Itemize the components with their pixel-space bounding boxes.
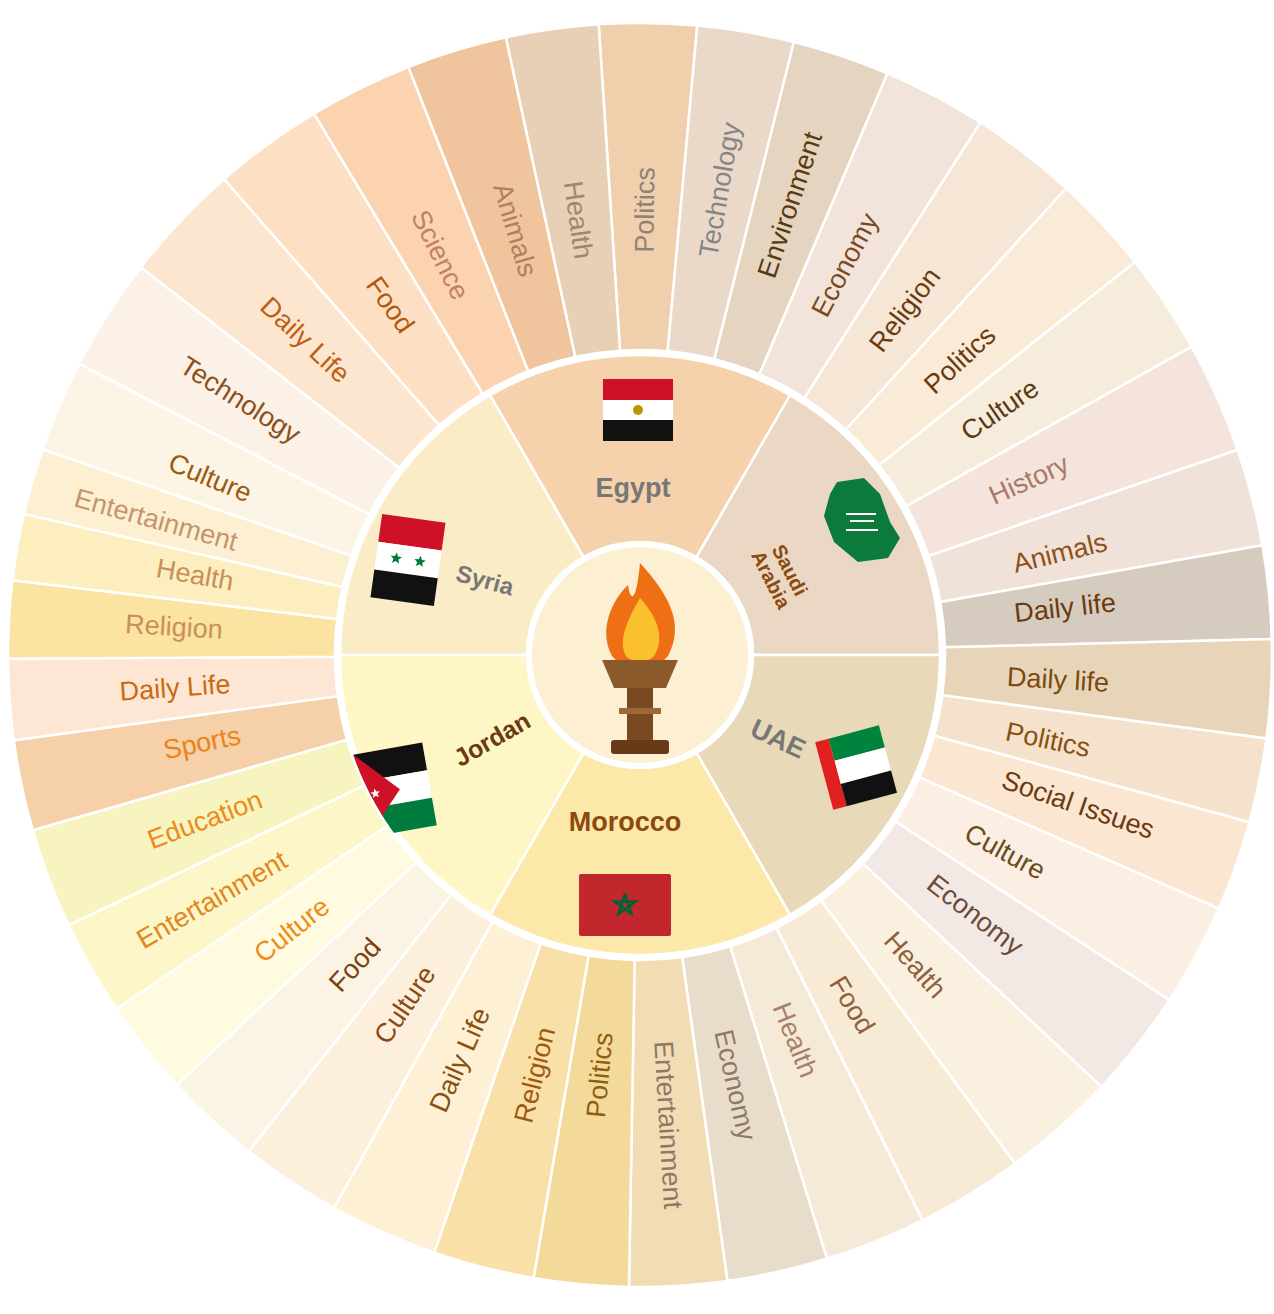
map-shape [824,478,900,562]
flag-star [370,788,381,799]
torch-base [611,740,669,754]
topic-bar: Entertainment [625,954,731,1290]
bar-wedge [629,957,727,1287]
torch-bowl [602,660,678,688]
shape-group [629,957,727,1287]
country-label: Egypt [595,474,670,502]
torch-icon [602,563,678,754]
flag-star [414,555,427,567]
torch-flame [606,563,675,668]
flag-field [579,874,671,936]
flag-emblem [633,405,643,415]
topic-label: Politics [630,167,659,253]
torch-ring [619,708,661,714]
torch-flame-core [623,598,659,662]
bar-wedge [940,545,1271,647]
flag-star [615,894,636,914]
flag-script [846,514,878,530]
map-icon [815,725,897,810]
map-icon [370,514,445,606]
map-icon [824,478,900,562]
topic-bar: Health [502,21,624,360]
flag-stripe [841,771,897,807]
flag-icon [603,379,673,441]
center-circle [530,545,750,765]
bar-wedge [8,657,338,740]
bar-wedge [506,24,620,357]
flag-stripe [603,400,673,420]
flag-stripe [370,569,437,606]
topic-bar: Daily life [937,542,1274,651]
flag-stripe [603,420,673,441]
topic-bar: Daily Life [5,653,341,744]
flag-icon [579,874,671,936]
shape-group [506,24,620,357]
shape-group [8,657,338,740]
flag-stripe [603,379,673,400]
topic-label: Daily life [1006,663,1110,697]
country-label: Morocco [569,808,682,836]
shape-group [940,545,1271,647]
flag-star [390,552,403,564]
topic-label: Religion [124,610,223,644]
